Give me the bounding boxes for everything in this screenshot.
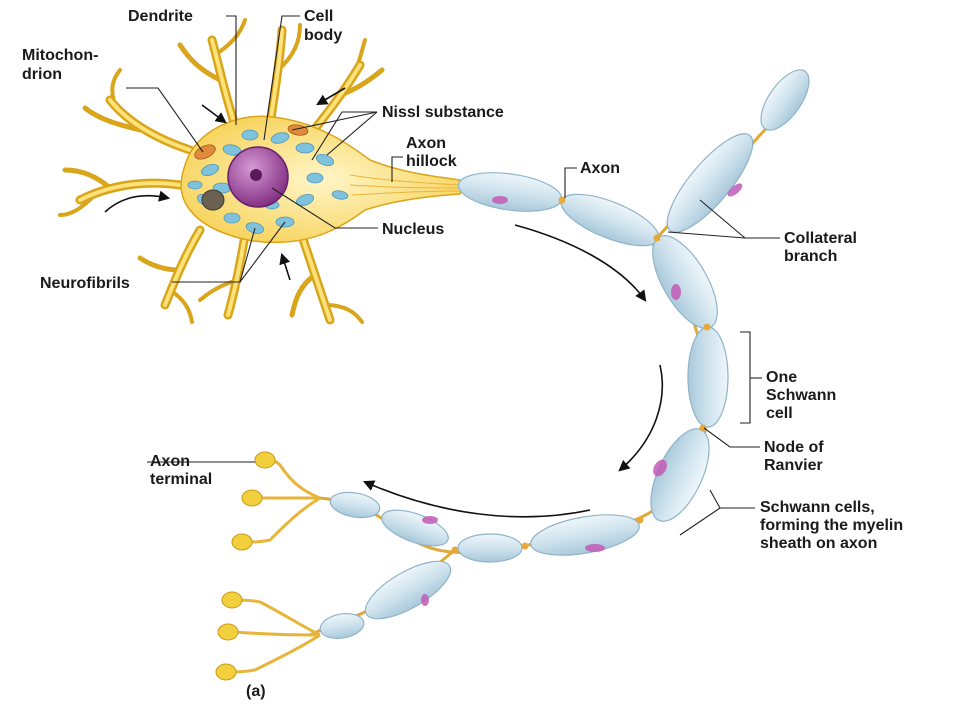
axon-terminal-upper — [231, 451, 321, 551]
label-schwann-cells-2: forming the myelin — [760, 517, 903, 534]
label-cell-body: Cell — [304, 8, 333, 25]
myelin-sheath — [530, 514, 640, 556]
nucleolus — [250, 169, 262, 181]
label-mitochondrion-2: drion — [22, 66, 62, 83]
labels: Dendrite Cell body Mitochon- drion Nissl… — [22, 8, 903, 700]
myelin-sheath — [381, 509, 449, 547]
collateral-branch — [655, 69, 810, 239]
signal-flow-arrows — [104, 87, 664, 518]
flow-arrow — [514, 224, 647, 302]
label-one-schwann-cell-3: cell — [766, 405, 793, 422]
axon-hillock — [349, 174, 461, 196]
schwann-nucleus — [422, 516, 438, 524]
schwann-nucleus — [585, 544, 605, 552]
leader-lines — [126, 15, 780, 536]
axon-terminal-lower — [215, 591, 321, 681]
schwann-nucleus — [671, 284, 681, 300]
myelin-sheath — [687, 326, 729, 428]
label-axon-hillock: Axon — [406, 135, 446, 152]
schwann-nucleus — [492, 196, 508, 204]
dark-organelle — [201, 189, 225, 211]
schwann-nucleus — [653, 459, 667, 477]
label-collateral-branch: Collateral — [784, 230, 857, 247]
label-collateral-branch-2: branch — [784, 248, 837, 265]
label-nucleus: Nucleus — [382, 221, 444, 238]
label-node-of-ranvier: Node of — [764, 439, 824, 456]
panel-label: (a) — [246, 683, 266, 700]
flow-arrow — [316, 87, 346, 106]
label-mitochondrion: Mitochon- — [22, 47, 98, 64]
label-one-schwann-cell: One — [766, 369, 797, 386]
label-axon-terminal: Axon — [150, 453, 190, 470]
flow-arrow — [279, 252, 291, 281]
label-axon-hillock-2: hillock — [406, 153, 457, 170]
flow-arrow — [104, 190, 171, 213]
myelin-sheath — [457, 533, 523, 563]
flow-arrow — [618, 364, 664, 472]
label-schwann-cells-3: sheath on axon — [760, 535, 877, 552]
label-schwann-cells: Schwann cells, — [760, 499, 875, 516]
label-axon: Axon — [580, 160, 620, 177]
label-cell-body-2: body — [304, 27, 342, 44]
label-neurofibrils: Neurofibrils — [40, 275, 130, 292]
flow-arrow — [201, 104, 227, 124]
nucleus — [227, 146, 289, 208]
label-dendrite: Dendrite — [128, 8, 193, 25]
flow-arrow — [362, 480, 591, 518]
myelin-sheath — [329, 491, 381, 519]
lower-branch — [309, 548, 456, 640]
label-axon-terminal-2: terminal — [150, 471, 212, 488]
label-one-schwann-cell-2: Schwann — [766, 387, 836, 404]
myelin-sheath — [457, 172, 563, 212]
label-node-of-ranvier-2: Ranvier — [764, 457, 823, 474]
label-nissl-substance: Nissl substance — [382, 104, 504, 121]
axon-main — [319, 172, 729, 563]
